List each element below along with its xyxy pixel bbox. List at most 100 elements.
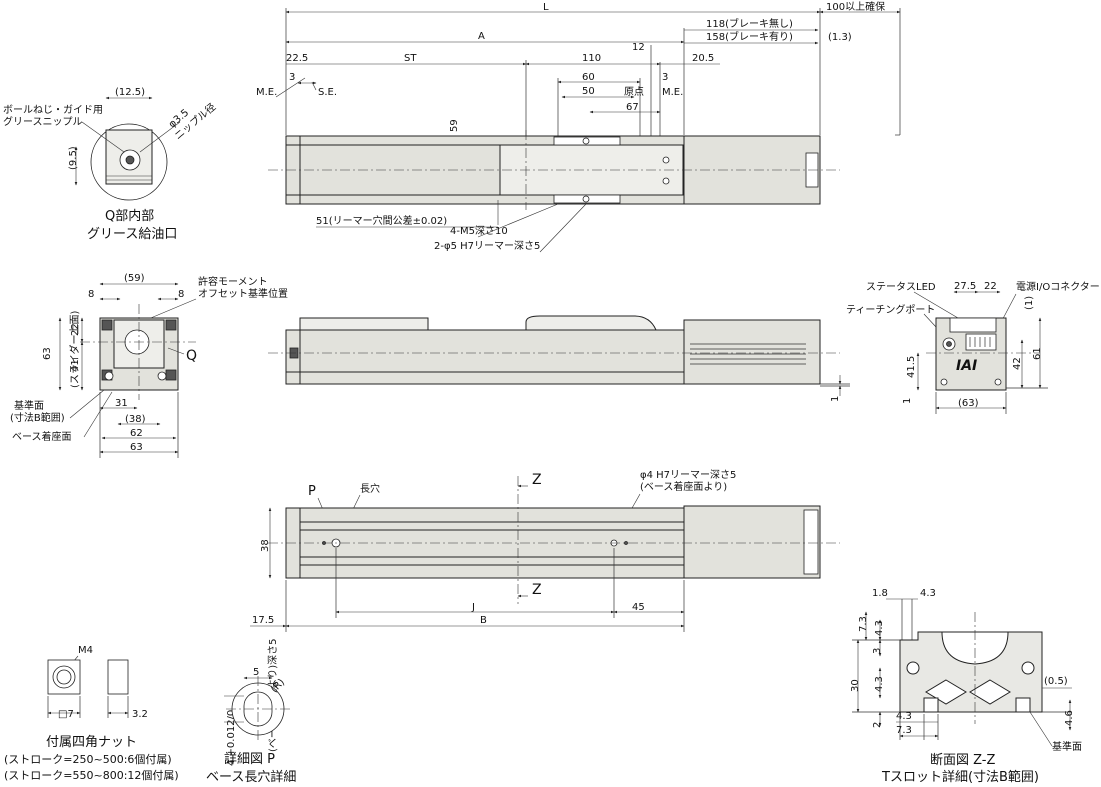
label-slot: 長穴 <box>360 482 380 495</box>
dim-L: L <box>543 2 549 13</box>
dim-J: J <box>471 602 475 613</box>
connector-pins <box>969 337 991 347</box>
nut-stroke-b: (ストローク=550~800:12個付属) <box>4 769 179 782</box>
hole-icon <box>582 195 590 203</box>
label-me-left: M.E. <box>256 87 277 98</box>
nut-title: 付属四角ナット <box>46 735 137 750</box>
label-moment-2: オフセット基準位置 <box>198 287 288 300</box>
label-z-bottom: Z <box>532 582 542 598</box>
label-se: S.E. <box>318 87 337 98</box>
dim-20-5: 20.5 <box>692 53 714 64</box>
section-hole-icon <box>906 661 920 675</box>
q-detail: (12.5) (9.5) ボールねじ・ガイド用 グリースニップル φ3.5 ニッ… <box>3 87 218 242</box>
top-view: L 100以上確保 118(ブレーキ無し) 158(ブレーキ有り) (1.3) … <box>256 0 901 253</box>
dim-17-5: 17.5 <box>252 615 274 626</box>
teaching-port-center <box>946 341 952 347</box>
label-z-top: Z <box>532 472 542 488</box>
dim-67: 67 <box>626 102 639 113</box>
dim-3-2: 3.2 <box>132 709 148 720</box>
side-cover <box>299 317 429 331</box>
nut-stroke-a: (ストローク=250~500:6個付属) <box>4 753 172 766</box>
label-connector: 電源I/Oコネクター <box>1016 280 1100 293</box>
label-p: P <box>308 484 316 499</box>
dim-4-6: 4.6 <box>1064 710 1075 726</box>
label-ref-2: (寸法B範囲) <box>10 411 65 424</box>
dim-22-end: 22 <box>70 323 81 336</box>
dim-0-5: (0.5) <box>1044 676 1068 687</box>
bottom-view: P 長穴 φ4 H7リーマー深さ5 (ベース着座面より) Z Z 38 J <box>250 469 840 632</box>
detail-p: 4 +0.012/0 (ベース着座面より)深さ5 5 (R) 詳細図 P ベース… <box>206 639 296 785</box>
nut-side <box>107 659 129 695</box>
note-reamer: 2-φ5 H7リーマー深さ5 <box>434 240 540 252</box>
section-hole-icon <box>1021 661 1035 675</box>
section-zz: 1.8 4.3 7.3 4.3 3 30 4.3 2 4.3 7.3 <box>850 588 1082 785</box>
dim-4-3-l2: 4.3 <box>874 676 885 692</box>
zz-title-2: Tスロット詳細(寸法B範囲) <box>881 769 1039 785</box>
label-m4: M4 <box>78 645 93 656</box>
dim-1-motor: (1) <box>1024 296 1035 310</box>
dim-1-motor-bottom: 1 <box>902 398 913 404</box>
dim-ST: ST <box>404 53 417 64</box>
detail-p-title-1: 詳細図 P <box>224 751 275 767</box>
side-view: 1 <box>268 315 850 402</box>
nut-detail: M4 □7 3.2 付属四角ナット (ストローク=250~500:6個付属) (… <box>4 645 179 782</box>
connector-icon <box>965 333 997 351</box>
zz-title-1: 断面図 Z-Z <box>930 753 996 768</box>
q-title-2: グリース給油口 <box>87 227 177 242</box>
dim-B: B <box>480 615 487 626</box>
screw-icon <box>157 371 167 381</box>
dim-4-3-bottom: 4.3 <box>896 711 912 722</box>
dim-50: 50 <box>582 86 595 97</box>
label-q: Q <box>186 348 197 364</box>
iai-logo: IAI <box>956 358 977 374</box>
dim-22-motor: 22 <box>984 281 997 292</box>
dim-5-p: 5 <box>253 667 259 678</box>
nut-bore-icon <box>56 669 72 685</box>
label-grease-nipple-1: ボールねじ・ガイド用 <box>3 104 103 116</box>
dim-38-bottom: 38 <box>260 539 271 552</box>
dim-63-side: 63 <box>42 347 53 360</box>
t-slot-icon <box>1015 697 1031 713</box>
q-title-1: Q部内部 <box>105 208 154 224</box>
dim-63-bottom: 63 <box>130 442 143 453</box>
dim-7-3-left: 7.3 <box>858 616 869 632</box>
screw-icon <box>662 156 670 164</box>
dim-30-zz: 30 <box>850 679 861 692</box>
nipple-center <box>125 155 135 165</box>
screw-icon <box>940 378 948 386</box>
screw-icon <box>994 378 1002 386</box>
label-base-face: ベース着座面 <box>12 430 72 443</box>
label-slider-top: (スライダー上面) <box>68 310 81 388</box>
dim-2-zz: 2 <box>872 722 883 728</box>
note-tap: 4-M5深さ10 <box>450 225 508 237</box>
dim-3-zz: 3 <box>872 648 883 654</box>
detail-p-title-2: ベース長穴詳細 <box>206 769 296 785</box>
label-reamer-2: (ベース着座面より) <box>640 480 727 493</box>
corner-screw-icon <box>165 319 177 331</box>
dim-110: 110 <box>582 53 601 64</box>
section-channel <box>969 679 1011 705</box>
label-me-right: M.E. <box>662 87 683 98</box>
dim-3-left: 3 <box>289 72 295 83</box>
side-slider <box>525 315 657 331</box>
dim-4-3-l1: 4.3 <box>874 620 885 636</box>
dim-12-5: (12.5) <box>115 87 145 98</box>
dim-41-5: 41.5 <box>906 356 917 378</box>
dim-8-left: 8 <box>88 289 94 300</box>
dim-9-5: (9.5) <box>68 146 79 170</box>
dim-7-3-bottom: 7.3 <box>896 725 912 736</box>
dim-sq7: □7 <box>58 709 74 720</box>
dim-brake-with: 158(ブレーキ有り) <box>706 30 793 43</box>
dim-41-end: 41 <box>70 359 81 372</box>
dim-59: 59 <box>449 119 460 132</box>
dim-12: 12 <box>632 42 645 53</box>
end-view: (59) 8 8 許容モーメント オフセット基準位置 Q 22 41 63 (ス… <box>10 273 288 458</box>
dim-31: 31 <box>115 398 128 409</box>
dim-38-end: (38) <box>125 414 146 425</box>
corner-screw-icon <box>101 319 113 331</box>
label-grease-nipple-2: グリースニップル <box>3 115 83 128</box>
bottom-motor <box>683 505 821 579</box>
dim-1-8: 1.8 <box>872 588 888 599</box>
dim-42-motor: 42 <box>1012 357 1023 370</box>
label-reamer-1: φ4 H7リーマー深さ5 <box>640 469 736 481</box>
